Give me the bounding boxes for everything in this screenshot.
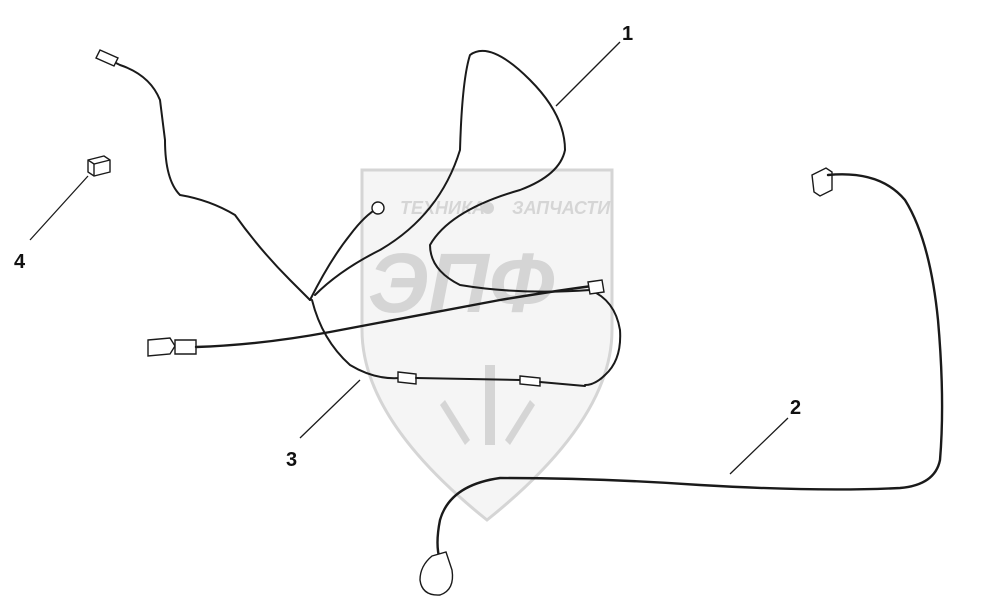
watermark-text-right: ЗАПЧАСТИ	[512, 198, 611, 218]
watermark-gear-icon	[482, 202, 494, 214]
watermark-shield: ТЕХНИКА ЗАПЧАСТИ ЭПФ	[360, 168, 614, 522]
part-3-connector-lead	[147, 279, 605, 357]
part-2-cable	[419, 167, 944, 596]
watermark-wheat-icon	[440, 365, 535, 445]
leader-line-3	[299, 379, 361, 439]
part-1-harness-loop	[95, 49, 622, 387]
leader-line-1	[555, 41, 621, 107]
angled-connector-bottom	[419, 551, 454, 596]
leader-line-4	[29, 175, 89, 241]
callout-4: 4	[14, 251, 26, 273]
cable-end-connector-top	[811, 167, 833, 197]
sensor-plug-top	[95, 49, 119, 67]
leader-line-2	[729, 417, 789, 475]
watermark-logo: ЭПФ	[368, 236, 555, 330]
inline-fuse	[519, 375, 541, 387]
part-4-connector-cap	[87, 155, 111, 177]
ring-terminal	[371, 201, 385, 215]
splice-connector	[397, 371, 417, 385]
callout-2: 2	[790, 397, 801, 419]
plug-connector-left	[147, 337, 176, 357]
grommet	[587, 279, 605, 295]
callout-1: 1	[622, 23, 633, 45]
callout-3: 3	[286, 449, 297, 471]
